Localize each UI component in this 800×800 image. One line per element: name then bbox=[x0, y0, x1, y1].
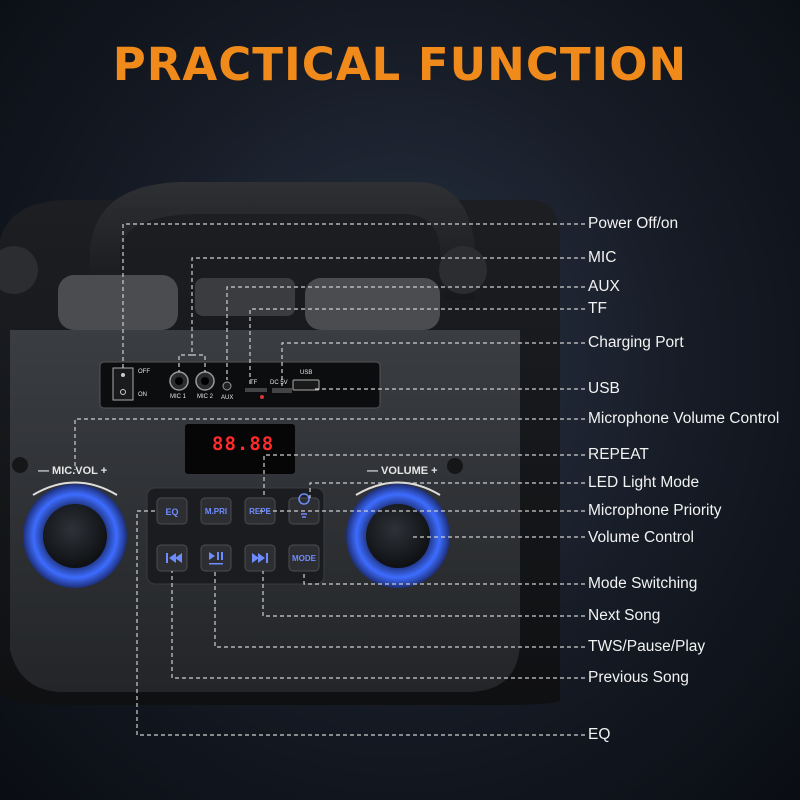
play-pause-icon bbox=[209, 552, 223, 565]
mic2-label: MIC 2 bbox=[197, 394, 214, 400]
callout-aux: AUX bbox=[588, 278, 620, 295]
mic-volume-label: — MIC.VOL + bbox=[38, 465, 108, 477]
callout-mode: Mode Switching bbox=[588, 575, 698, 592]
handle-grip bbox=[195, 278, 295, 316]
callout-volume: Volume Control bbox=[588, 529, 694, 546]
repeat-button[interactable]: REPE bbox=[249, 507, 271, 516]
dc-port bbox=[272, 388, 292, 393]
volume-label: — VOLUME + bbox=[367, 465, 438, 477]
speaker-handle bbox=[90, 182, 475, 300]
mic-priority-button[interactable]: M.PRI bbox=[204, 507, 228, 516]
mic1-label: MIC 1 bbox=[170, 394, 187, 400]
led-display bbox=[185, 424, 295, 474]
power-on-label: ON bbox=[138, 392, 147, 398]
led-display-value: 88.88 bbox=[212, 433, 275, 455]
tf-label: TF bbox=[250, 380, 258, 386]
tf-slot bbox=[245, 388, 267, 392]
callout-tf: TF bbox=[588, 300, 607, 317]
callout-repeat: REPEAT bbox=[588, 446, 649, 463]
dc-label: DC 5V bbox=[270, 380, 288, 386]
callout-tws: TWS/Pause/Play bbox=[588, 638, 706, 655]
callout-charging: Charging Port bbox=[588, 334, 684, 351]
callout-eq: EQ bbox=[588, 726, 611, 743]
callout-next: Next Song bbox=[588, 607, 661, 624]
callout-lines bbox=[74, 223, 585, 736]
port-panel bbox=[99, 361, 381, 409]
aux-jack bbox=[222, 381, 232, 391]
previous-track-icon bbox=[166, 553, 182, 563]
callout-mic-volume: Microphone Volume Control bbox=[588, 410, 780, 427]
left-tweeter bbox=[0, 246, 38, 294]
callout-usb: USB bbox=[588, 380, 620, 397]
eq-button[interactable]: EQ bbox=[165, 507, 179, 517]
power-switch bbox=[112, 367, 134, 401]
callout-mic-priority: Microphone Priority bbox=[588, 502, 722, 519]
usb-port bbox=[292, 379, 320, 391]
mic-volume-knob bbox=[43, 504, 107, 568]
callout-led-mode: LED Light Mode bbox=[588, 474, 700, 491]
page-title: PRACTICAL FUNCTION bbox=[112, 38, 688, 91]
callout-power: Power Off/on bbox=[588, 215, 679, 232]
mode-button[interactable]: MODE bbox=[292, 554, 316, 563]
volume-knob bbox=[366, 504, 430, 568]
light-bulb-icon bbox=[298, 493, 310, 518]
button-panel bbox=[146, 487, 325, 585]
usb-label: USB bbox=[300, 370, 313, 376]
callout-mic: MIC bbox=[588, 249, 617, 266]
next-track-icon bbox=[252, 553, 268, 563]
callout-previous: Previous Song bbox=[588, 669, 689, 686]
aux-label: AUX bbox=[221, 395, 234, 401]
power-off-label: OFF bbox=[138, 369, 150, 375]
